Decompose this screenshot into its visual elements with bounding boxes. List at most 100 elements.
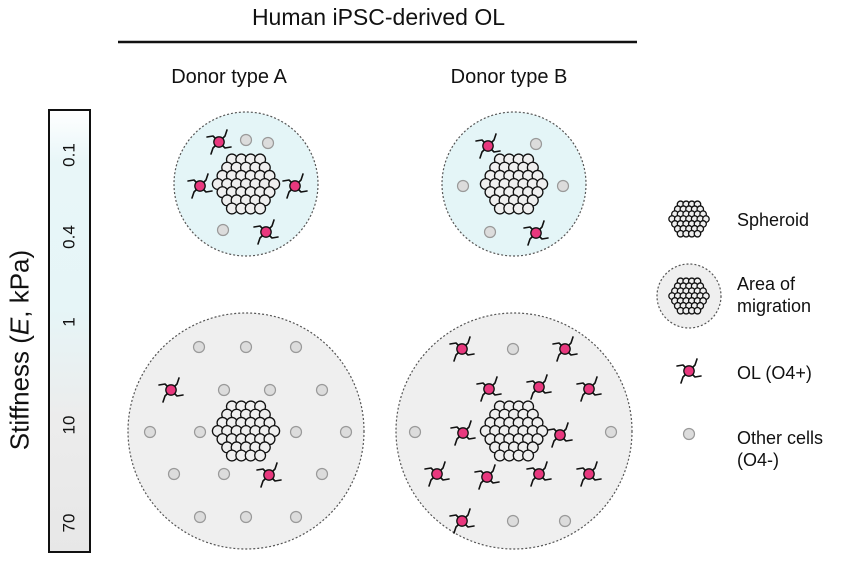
ol-body xyxy=(213,136,225,148)
other-cell xyxy=(217,383,231,397)
other-cell xyxy=(558,514,572,528)
spheroid-cell xyxy=(254,449,267,462)
other-cell xyxy=(289,340,303,354)
stiffness-tick: 1 xyxy=(60,317,79,326)
stiffness-scale-bar xyxy=(48,109,91,553)
panel xyxy=(395,312,633,550)
ol-cell xyxy=(526,461,552,487)
ol-body xyxy=(554,429,566,441)
spheroid-cell xyxy=(254,202,267,215)
ol-cell xyxy=(158,377,184,403)
ol-cell xyxy=(676,358,702,384)
stiffness-tick: 10 xyxy=(60,416,79,435)
ol-cell xyxy=(187,173,213,199)
ol-cell xyxy=(282,173,308,199)
ol-body xyxy=(483,383,495,395)
legend-label-other-cells: Other cells(O4-) xyxy=(737,428,824,470)
other-cell xyxy=(289,510,303,524)
ol-cell xyxy=(256,462,282,488)
panels xyxy=(127,111,633,550)
ol-body xyxy=(533,468,545,480)
ol-body xyxy=(583,383,595,395)
panel xyxy=(173,111,319,257)
ol-body xyxy=(194,180,206,192)
stiffness-axis-label: Stiffness (E, kPa) xyxy=(4,249,35,451)
ol-cell xyxy=(475,133,501,159)
other-cell xyxy=(193,425,207,439)
other-cell xyxy=(682,427,696,441)
ol-cell xyxy=(526,374,552,400)
other-cell xyxy=(456,179,470,193)
other-cell xyxy=(339,425,353,439)
stiffness-tick: 0.4 xyxy=(60,225,79,249)
legend-icons xyxy=(656,200,722,441)
other-cell xyxy=(604,425,618,439)
other-cell xyxy=(239,340,253,354)
other-cell xyxy=(289,425,303,439)
ol-cell xyxy=(253,219,279,245)
ol-body xyxy=(165,384,177,396)
other-cell xyxy=(506,342,520,356)
ol-body xyxy=(289,180,301,192)
ol-cell xyxy=(424,461,450,487)
figure-title: Human iPSC-derived OL xyxy=(251,4,506,30)
ol-cell xyxy=(576,376,602,402)
other-cell xyxy=(315,467,329,481)
ol-body xyxy=(456,515,468,527)
ol-body xyxy=(431,468,443,480)
ol-cell-icon xyxy=(676,358,702,384)
other-cell xyxy=(408,425,422,439)
spheroid xyxy=(211,153,281,215)
legend-label-spheroid: Spheroid xyxy=(737,210,810,230)
other-cell xyxy=(192,340,206,354)
modulus-symbol: E xyxy=(4,317,35,336)
other-cell xyxy=(315,383,329,397)
ol-cell xyxy=(576,461,602,487)
column-header-donor-b: Donor type B xyxy=(450,66,568,88)
ol-cell xyxy=(449,508,475,534)
stiffness-tick: 0.1 xyxy=(60,143,79,167)
other-cell xyxy=(239,133,253,147)
spheroid xyxy=(479,400,549,462)
other-cell xyxy=(143,425,157,439)
ol-body xyxy=(533,381,545,393)
other-cell xyxy=(263,383,277,397)
ol-body xyxy=(559,343,571,355)
other-cell xyxy=(193,510,207,524)
spheroid-cell xyxy=(522,202,535,215)
ol-body xyxy=(457,427,469,439)
spheroid-cell xyxy=(693,306,702,315)
spheroid-cell xyxy=(522,449,535,462)
ol-body xyxy=(482,140,494,152)
spheroid xyxy=(668,200,710,238)
other-cell xyxy=(261,136,275,150)
ol-body xyxy=(530,227,542,239)
spheroid xyxy=(479,153,549,215)
ol-cell xyxy=(547,422,573,448)
spheroid-icon xyxy=(668,200,710,238)
column-header-donor-a: Donor type A xyxy=(171,66,287,88)
ol-cell xyxy=(206,129,232,155)
other-cell xyxy=(483,225,497,239)
other-cell xyxy=(506,514,520,528)
ol-body xyxy=(481,471,493,483)
other-cell xyxy=(216,223,230,237)
ol-cell xyxy=(476,376,502,402)
ol-body xyxy=(260,226,272,238)
ol-cell xyxy=(523,220,549,246)
ol-cell xyxy=(474,464,500,490)
migration-area-icon xyxy=(656,263,722,329)
ol-body xyxy=(456,343,468,355)
spheroid xyxy=(211,400,281,462)
ol-cell xyxy=(449,336,475,362)
ol-body xyxy=(683,365,695,377)
other-cell xyxy=(167,467,181,481)
other-cell xyxy=(556,179,570,193)
spheroid-cell xyxy=(693,229,702,238)
panel xyxy=(441,111,587,257)
ol-body xyxy=(583,468,595,480)
ol-cell xyxy=(552,336,578,362)
